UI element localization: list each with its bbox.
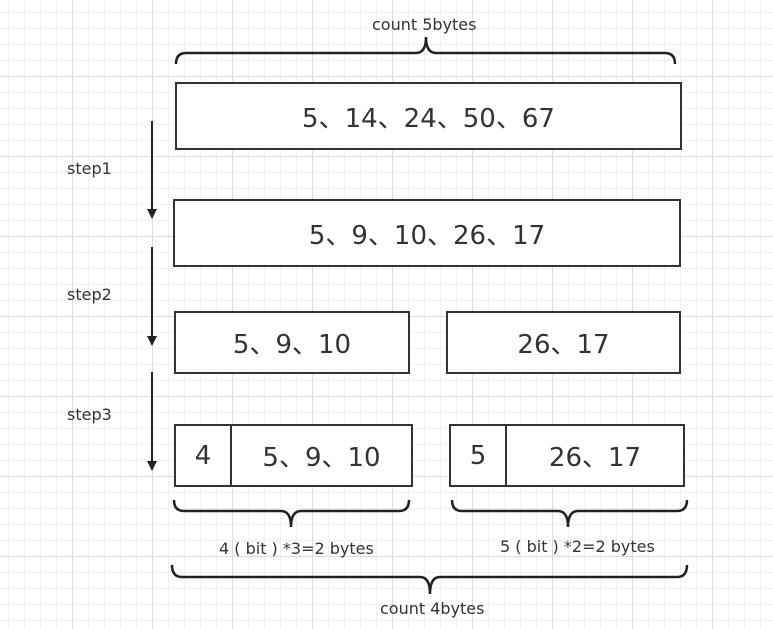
step1-label: step1	[67, 159, 112, 178]
row1-box: 5、14、24、50、67	[175, 82, 682, 150]
row4-left-box: 4 5、9、10	[174, 424, 413, 487]
right-brace	[450, 499, 689, 528]
row3-left-values: 5、9、10	[232, 330, 352, 360]
left-brace-label: 4 ( bit ) *3=2 bytes	[219, 539, 374, 558]
bottom-brace	[170, 564, 689, 595]
row2-box: 5、9、10、26、17	[173, 199, 681, 267]
top-brace	[174, 36, 677, 65]
row4-right-values: 26、17	[548, 443, 642, 473]
step2-label: step2	[67, 285, 112, 304]
row4-left-values: 5、9、10	[262, 443, 381, 473]
row3-right-box: 26、17	[446, 311, 681, 374]
row4-right-values-cell: 26、17	[507, 426, 683, 485]
bottom-brace-label: count 4bytes	[380, 599, 485, 618]
row4-left-width: 4	[194, 440, 212, 471]
top-brace-label: count 5bytes	[372, 15, 477, 34]
row1-values: 5、14、24、50、67	[302, 103, 555, 134]
row4-left-width-cell: 4	[176, 426, 232, 485]
row4-right-box: 5 26、17	[449, 424, 685, 487]
row3-right-values: 26、17	[517, 330, 610, 360]
right-brace-label: 5 ( bit ) *2=2 bytes	[500, 537, 655, 556]
left-brace	[172, 499, 411, 528]
row2-values: 5、9、10、26、17	[308, 220, 546, 251]
row4-right-width-cell: 5	[451, 426, 507, 485]
row4-right-width: 5	[469, 440, 487, 471]
step3-label: step3	[67, 405, 112, 424]
row3-left-box: 5、9、10	[174, 311, 410, 374]
row4-left-values-cell: 5、9、10	[232, 426, 411, 485]
